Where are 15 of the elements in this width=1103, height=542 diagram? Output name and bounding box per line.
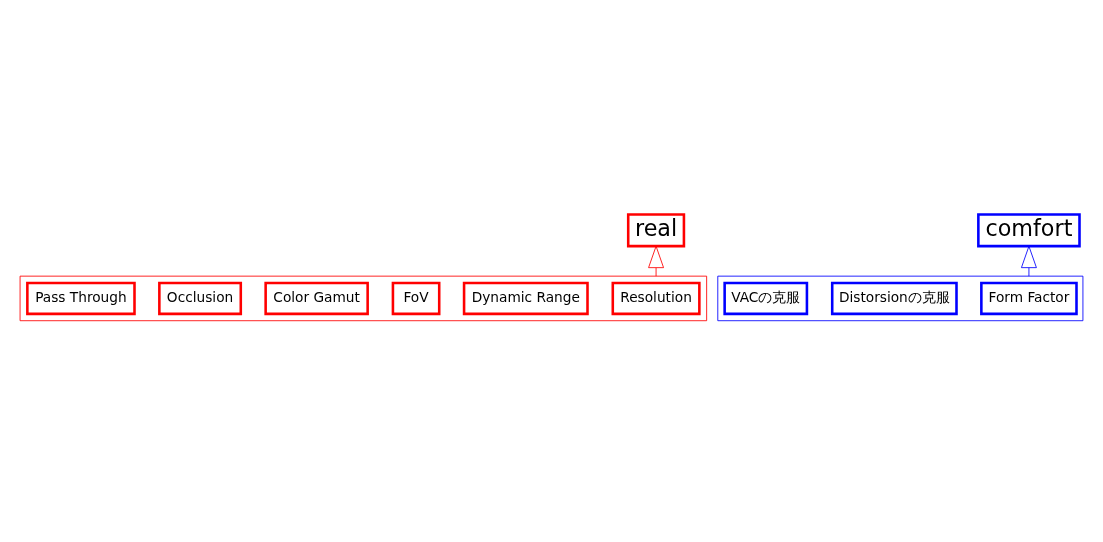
arrow — [1021, 245, 1037, 277]
node-box: VACの克服 — [723, 281, 809, 316]
cluster — [19, 275, 708, 322]
node-box: Distorsionの克服 — [830, 281, 958, 316]
node-box: Occlusion — [158, 281, 243, 316]
node-box: Pass Through — [26, 281, 136, 316]
node-box: comfort — [977, 213, 1081, 248]
node-box: FoV — [391, 281, 441, 316]
node-box: real — [626, 213, 686, 248]
node-box: Color Gamut — [264, 281, 369, 316]
cluster — [717, 275, 1084, 322]
node-box: Dynamic Range — [462, 281, 589, 316]
arrow — [648, 245, 664, 277]
node-box: Resolution — [611, 281, 701, 316]
node-box: Form Factor — [980, 281, 1078, 316]
